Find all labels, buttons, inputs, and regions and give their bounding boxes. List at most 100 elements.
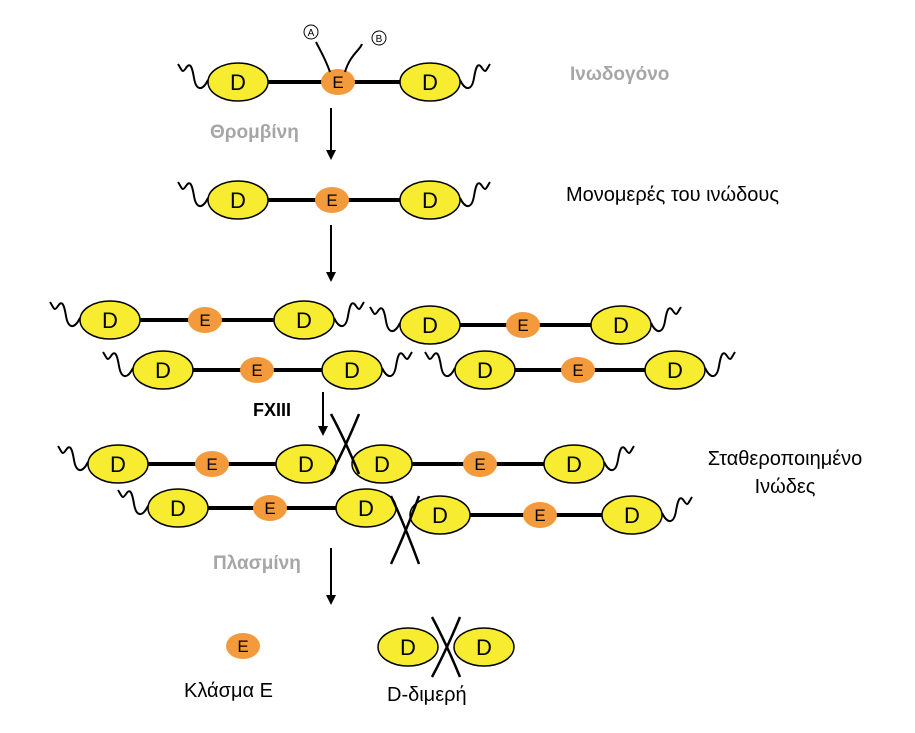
d-domain-label: D: [422, 70, 438, 95]
fibrin-monomers-label: Μονομερές του ινώδους: [566, 184, 779, 206]
d-domain: D: [399, 62, 461, 102]
d-domain: D: [132, 350, 194, 390]
markers-layer: AB: [303, 24, 387, 46]
fibrinopeptide-tail: [381, 351, 413, 377]
fxiii-label: FXIII: [253, 400, 292, 420]
fibrinopeptide-tail: [177, 181, 209, 207]
d-domain-label: D: [358, 496, 374, 521]
fibrinogen-label: Ινωδογόνο: [570, 64, 670, 85]
e-domain-label: E: [572, 361, 583, 380]
thrombin-label: Θρομβίνη: [210, 122, 299, 143]
reaction-arrow: [326, 548, 336, 605]
crosslink-x: [389, 495, 421, 565]
fibrinopeptide-tail: [117, 489, 149, 515]
fragment-e-label: Κλάσμα Ε: [184, 680, 273, 702]
reaction-arrow: [326, 108, 336, 160]
d-domain-label: D: [170, 496, 186, 521]
e-domain-label: E: [206, 455, 217, 474]
d-domain-label: D: [110, 452, 126, 477]
d-domain-label: D: [432, 503, 448, 528]
d-domain-label: D: [667, 358, 683, 383]
d-domain: D: [454, 350, 516, 390]
d-domain-label: D: [476, 635, 492, 660]
fibrinopeptide-tail: [459, 63, 491, 89]
fibrinopeptide-tail: [49, 301, 81, 327]
e-domain-label: E: [199, 311, 210, 330]
marker-a: A: [303, 24, 319, 40]
d-domain-label: D: [566, 452, 582, 477]
fibrinopeptide-tail: [424, 351, 456, 377]
d-domain-label: D: [477, 358, 493, 383]
e-domain-label: E: [517, 316, 528, 335]
d-domain-label: D: [624, 503, 640, 528]
svg-text:B: B: [376, 34, 383, 45]
svg-text:A: A: [308, 28, 315, 39]
d-domain-label: D: [422, 188, 438, 213]
d-domain: D: [543, 444, 605, 484]
e-domain: E: [463, 451, 497, 477]
fragment-e: E: [226, 633, 260, 659]
arrows-layer: [318, 108, 336, 605]
d-domain: D: [207, 62, 269, 102]
e-domain: E: [240, 357, 274, 383]
fibrinopeptide-tail: [177, 63, 209, 89]
e-domain-label: E: [237, 637, 248, 656]
d-domain: D: [79, 300, 141, 340]
fibrinopeptide-b-tail: [344, 43, 363, 73]
d-domain: D: [409, 495, 471, 535]
e-domain: E: [188, 307, 222, 333]
d-domain: D: [351, 444, 413, 484]
d-domain-label: D: [102, 308, 118, 333]
e-domain: E: [561, 357, 595, 383]
d-domain: D: [453, 627, 515, 667]
fibrinopeptide-tail: [333, 301, 365, 327]
crosslink-x: [329, 413, 361, 475]
marker-b: B: [371, 30, 387, 46]
e-domain: E: [321, 69, 355, 95]
e-domain: E: [315, 187, 349, 213]
d-domain: D: [399, 180, 461, 220]
d-domain: D: [377, 627, 439, 667]
fibrinopeptide-tail: [704, 351, 736, 377]
d-domain-label: D: [230, 188, 246, 213]
d-dimer-label: D-διμερή: [387, 684, 467, 706]
crosslink-x: [430, 616, 462, 678]
d-domain-label: D: [400, 635, 416, 660]
d-domain: D: [87, 444, 149, 484]
fibrinopeptide-tail: [459, 181, 491, 207]
fibrinopeptide-a-tail: [315, 41, 331, 73]
d-domain: D: [335, 488, 397, 528]
d-domain-label: D: [613, 313, 629, 338]
crosslinks-layer: [329, 413, 462, 678]
stabilized-fibrin-label-line2: Ινώδες: [754, 476, 816, 498]
fibrinopeptide-tail: [661, 496, 693, 522]
e-domain: E: [195, 451, 229, 477]
reaction-arrow: [326, 225, 336, 282]
d-domain-label: D: [374, 452, 390, 477]
d-domain: D: [321, 350, 383, 390]
d-domain-label: D: [344, 358, 360, 383]
fibrinopeptide-tail: [369, 306, 401, 332]
e-domain: E: [523, 502, 557, 528]
e-domain: E: [253, 495, 287, 521]
d-domain-label: D: [296, 308, 312, 333]
e-domain-label: E: [326, 191, 337, 210]
d-domain: D: [207, 180, 269, 220]
e-domain-label: E: [251, 361, 262, 380]
e-domain-label: E: [264, 499, 275, 518]
d-domain: D: [273, 300, 335, 340]
d-domain-label: D: [230, 70, 246, 95]
plasmin-label: Πλασμίνη: [213, 553, 301, 574]
